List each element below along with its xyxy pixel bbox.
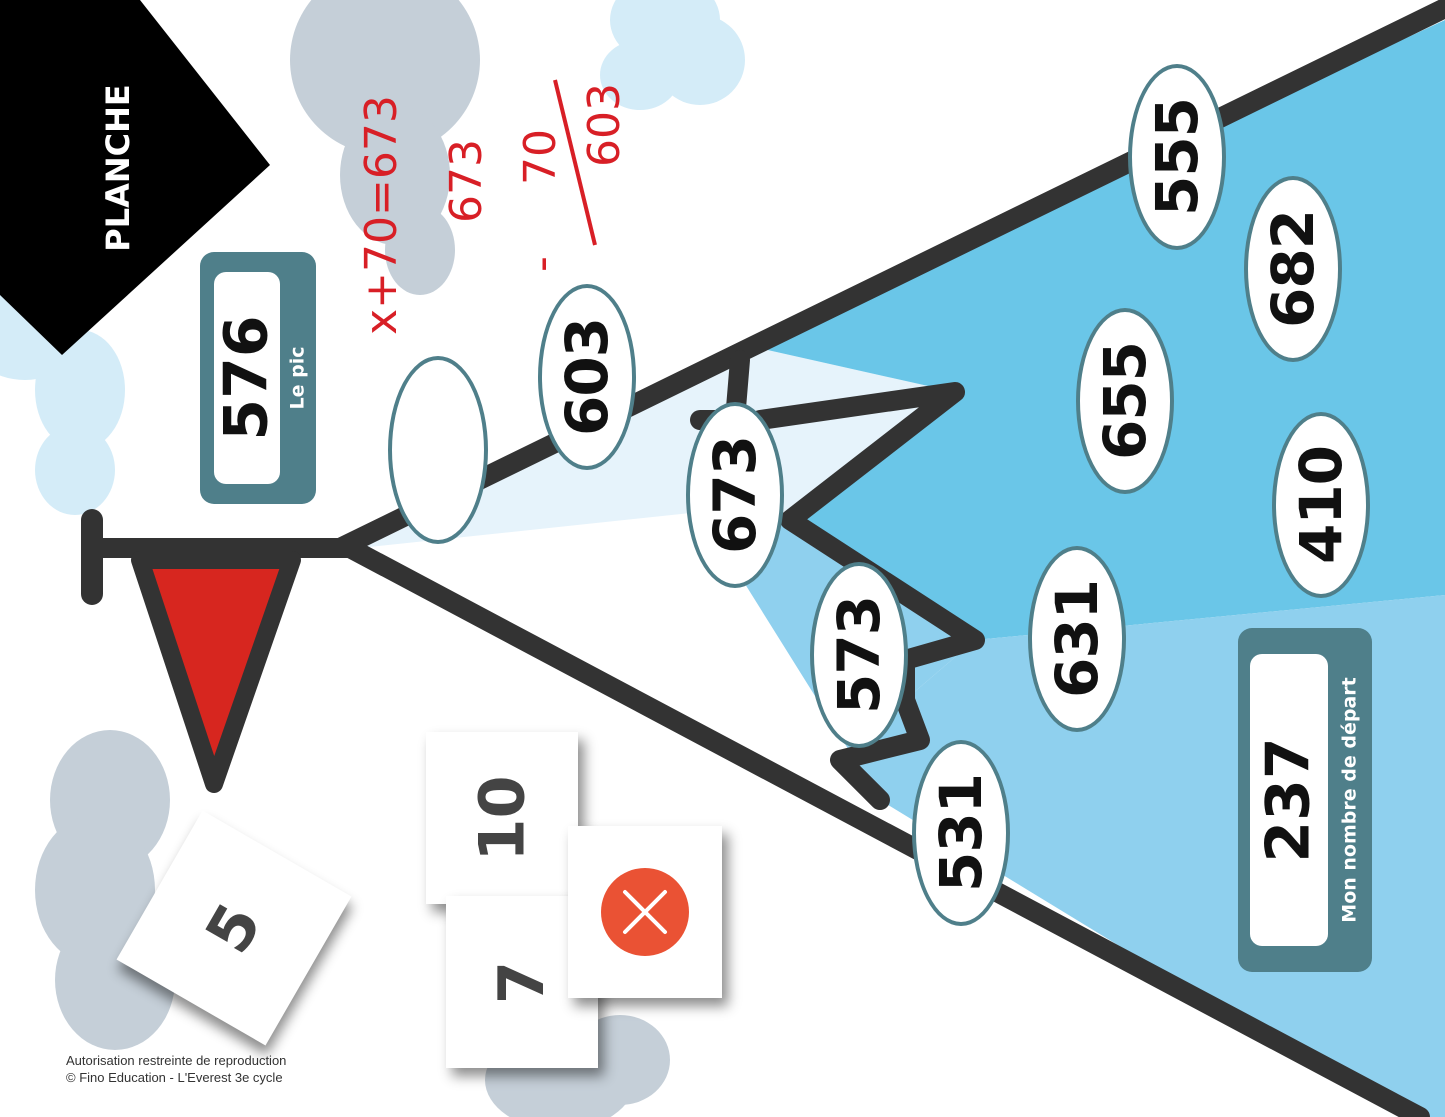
oval-empty[interactable] [388,356,488,544]
start-value-box: 237 [1250,654,1328,946]
grey-clouds [35,0,670,1117]
annotation-result: 603 [579,83,630,167]
summit-value-box: 576 [212,272,282,484]
summit-value: 576 [212,315,282,441]
oval-573[interactable]: 573 [810,562,908,748]
oval-631[interactable]: 631 [1028,546,1126,732]
oval-655[interactable]: 655 [1076,308,1174,494]
oval-673[interactable]: 673 [686,402,784,588]
card-cancel[interactable] [568,826,722,998]
planche-tag [0,0,270,355]
footer-line-1: Autorisation restreinte de reproduction [66,1053,287,1068]
summit-caption-box: Le pic [280,272,314,484]
summit-caption: Le pic [286,346,309,410]
cancel-x-icon [601,868,689,956]
oval-410[interactable]: 410 [1272,412,1370,598]
start-caption: Mon nombre de départ [1339,677,1362,923]
planche-label: PLANCHE [99,84,137,252]
subtraction-bar [553,79,597,246]
oval-531[interactable]: 531 [912,740,1010,926]
start-caption-box: Mon nombre de départ [1330,654,1370,946]
start-value: 237 [1254,737,1324,863]
summit-flag [81,509,360,793]
copyright-footer: Autorisation restreinte de reproduction … [66,1052,286,1086]
oval-555[interactable]: 555 [1128,64,1226,250]
footer-line-2: © Fino Education - L'Everest 3e cycle [66,1070,283,1085]
oval-603[interactable]: 603 [538,284,636,470]
card-10[interactable]: 10 [426,732,578,904]
annotation-subtract-mid: 70 [515,129,566,185]
summit-plaque: 576 Le pic [200,252,316,504]
annotation-equation: x+70=673 [356,95,407,335]
annotation-minus: - [516,256,567,272]
oval-682[interactable]: 682 [1244,176,1342,362]
annotation-subtract-top: 673 [441,139,492,223]
start-plaque: 237 Mon nombre de départ [1238,628,1372,972]
